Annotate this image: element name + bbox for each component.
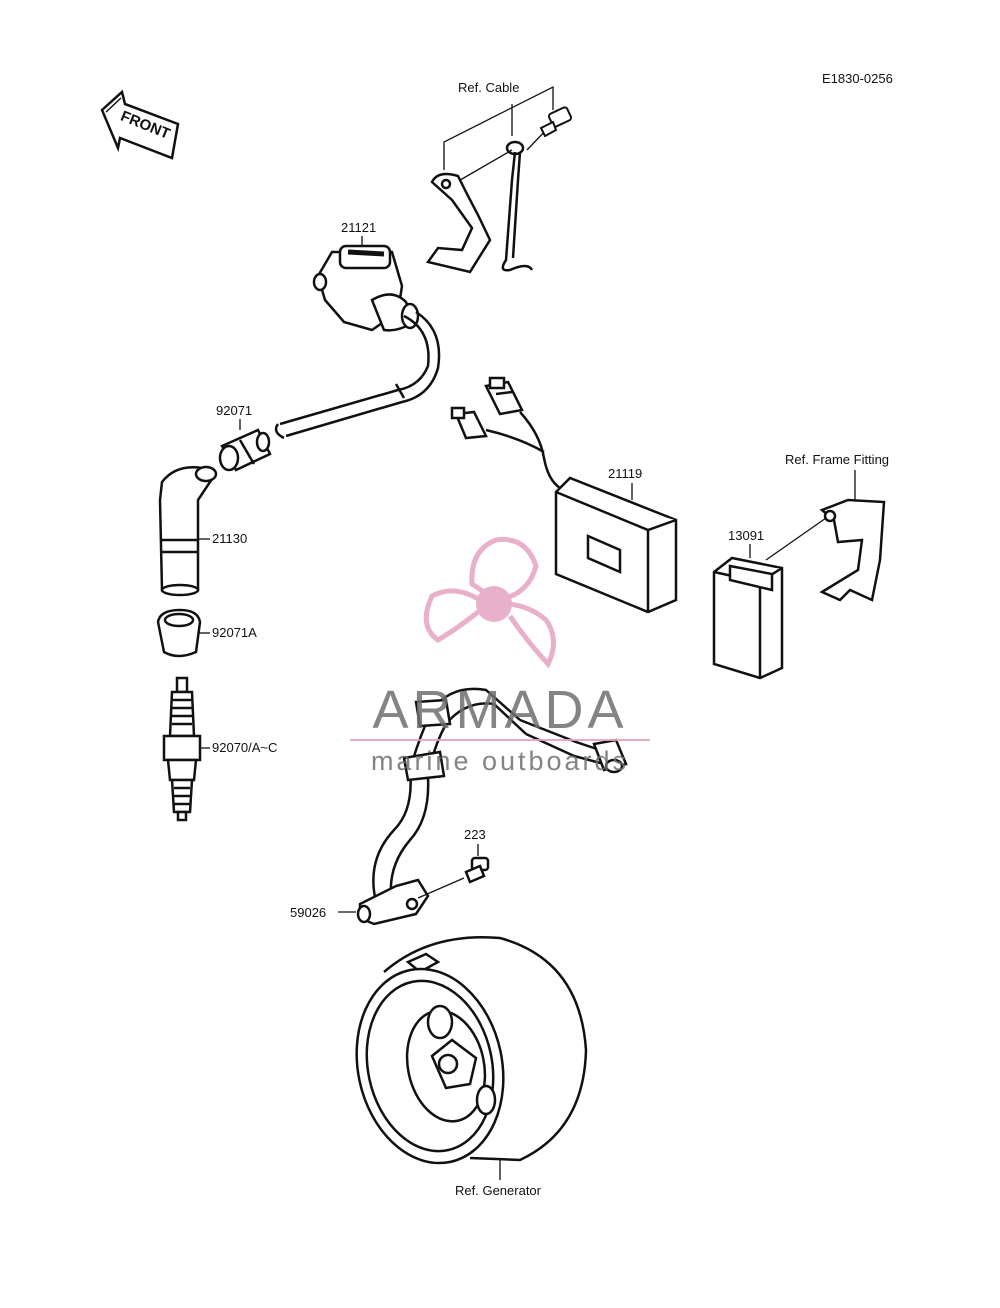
screw-223 (464, 856, 490, 884)
cable-wire (501, 140, 534, 272)
pulser-coil (356, 878, 430, 926)
cable-bolt (539, 106, 573, 138)
harness-grommet-b (402, 750, 446, 782)
ref-generator-label: Ref. Generator (455, 1183, 542, 1198)
harness-grommet-a (414, 698, 452, 728)
spark-plug (162, 676, 202, 822)
cdi-unit (554, 476, 678, 614)
watermark-brand: ARMADA (372, 680, 627, 740)
high-tension-lead (274, 310, 441, 440)
part-label-92071A: 92071A (212, 625, 257, 640)
part-label-13091: 13091 (728, 528, 764, 543)
part-92071A-cap (156, 608, 202, 658)
part-label-21119: 21119 (608, 466, 642, 481)
coil-bracket (425, 172, 492, 274)
cdi-connector-upper (484, 376, 524, 416)
ref-frame-fitting-label: Ref. Frame Fitting (785, 452, 889, 467)
harness-connector (592, 738, 628, 774)
part-label-223: 223 (464, 827, 486, 842)
plug-cap (158, 465, 218, 597)
rubber-damper (712, 556, 784, 680)
watermark-tagline: marine outboards (371, 746, 629, 776)
front-arrow-icon: FRONT (100, 89, 180, 160)
ignition-coil (312, 244, 420, 332)
ref-cable-leaders (443, 85, 554, 184)
part-label-92071: 92071 (216, 403, 252, 418)
frame-fitting-bracket (819, 498, 886, 602)
part-92071-cap (218, 428, 272, 472)
flywheel (355, 936, 588, 1165)
part-label-92070: 92070/A~C (212, 740, 277, 755)
cdi-wiring (485, 411, 561, 490)
ref-cable-label: Ref. Cable (458, 80, 519, 95)
part-label-21130: 21130 (212, 531, 247, 546)
cdi-connector-lower (450, 406, 488, 440)
part-label-21121: 21121 (341, 220, 376, 235)
part-label-59026: 59026 (290, 905, 326, 920)
propeller-logo-icon (423, 537, 556, 669)
diagram-code: E1830-0256 (822, 71, 893, 86)
